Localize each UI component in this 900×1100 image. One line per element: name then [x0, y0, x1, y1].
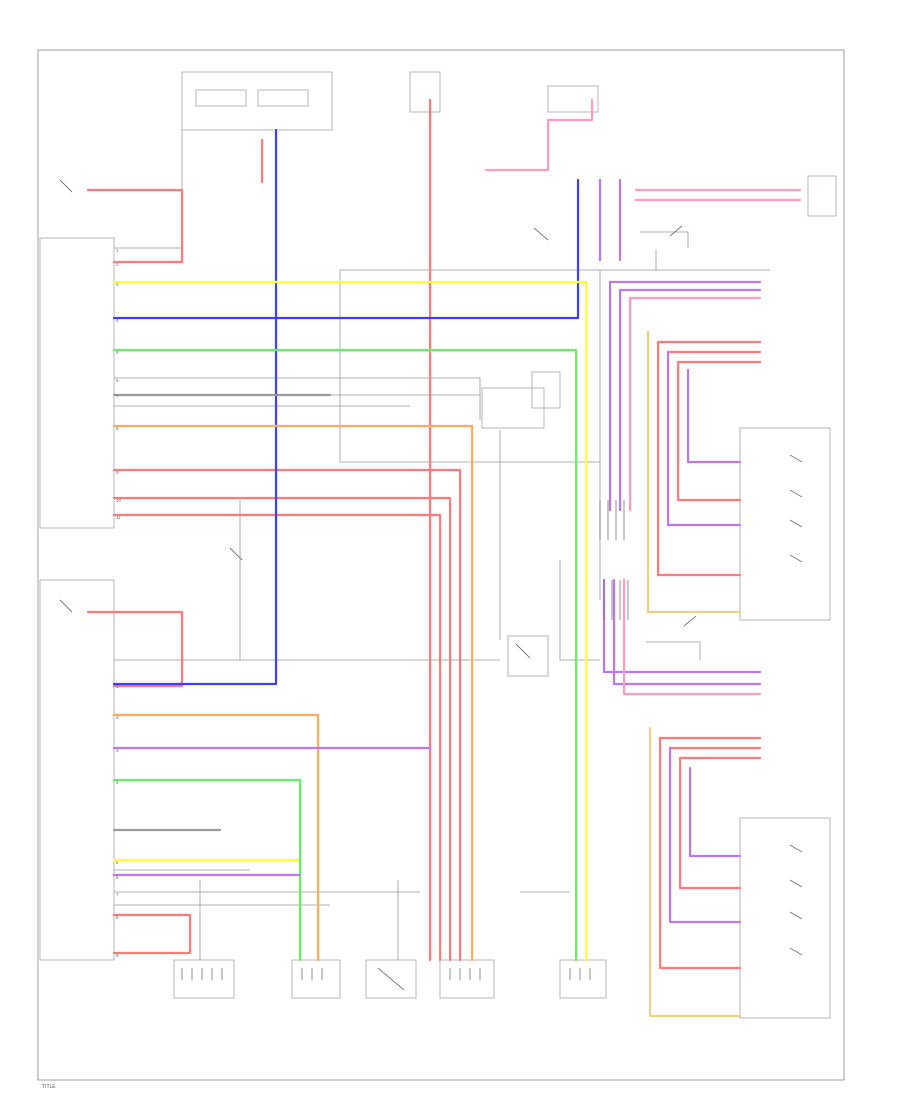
relay-block: [547, 85, 599, 113]
svg-text:4: 4: [116, 318, 119, 323]
svg-text:7: 7: [116, 892, 119, 897]
fuse-left: [195, 89, 247, 107]
wire-bundle: [86, 98, 802, 1018]
connector-pins: [181, 500, 629, 980]
svg-text:9: 9: [116, 470, 119, 475]
svg-text:11: 11: [116, 515, 121, 520]
svg-text:10: 10: [116, 498, 122, 503]
center-switch: [507, 635, 549, 677]
svg-text:8: 8: [116, 915, 119, 920]
upper-seat-switch: [739, 427, 831, 621]
gray-lines: [114, 130, 770, 960]
svg-text:7: 7: [116, 394, 119, 399]
svg-text:9: 9: [116, 953, 119, 958]
ignition-block: [409, 71, 441, 113]
upper-junction-block: [181, 71, 333, 131]
center-relay: [531, 371, 561, 409]
motor-connector-4: [439, 959, 495, 999]
motor-connector-2: [291, 959, 341, 999]
svg-text:3: 3: [116, 282, 119, 287]
svg-text:1: 1: [116, 684, 119, 689]
diagram-code: TITLE: [42, 1084, 56, 1090]
top-right-module: [807, 175, 837, 217]
motor-connector-5: [559, 959, 607, 999]
motor-connector-3: [365, 959, 417, 999]
svg-text:3: 3: [116, 748, 119, 753]
fuse-right: [257, 89, 309, 107]
diagram-frame: [37, 49, 845, 1081]
svg-text:5: 5: [116, 860, 119, 865]
center-sensor: [481, 387, 545, 429]
svg-text:5: 5: [116, 350, 119, 355]
svg-text:6: 6: [116, 875, 119, 880]
svg-text:4: 4: [116, 780, 119, 785]
lower-control-unit: [39, 579, 115, 961]
svg-text:8: 8: [116, 426, 119, 431]
svg-text:2: 2: [116, 262, 119, 267]
lower-seat-switch: [739, 817, 831, 1019]
upper-control-unit: [39, 237, 115, 529]
svg-text:6: 6: [116, 378, 119, 383]
svg-text:1: 1: [116, 248, 119, 253]
motor-connector-1: [173, 959, 235, 999]
pin-labels: 1 2 3 4 5 6 7 8 9 10 11 1 2 3 4 5 6 7 8 …: [116, 248, 122, 958]
svg-text:2: 2: [116, 715, 119, 720]
switch-contacts: [59, 179, 803, 991]
